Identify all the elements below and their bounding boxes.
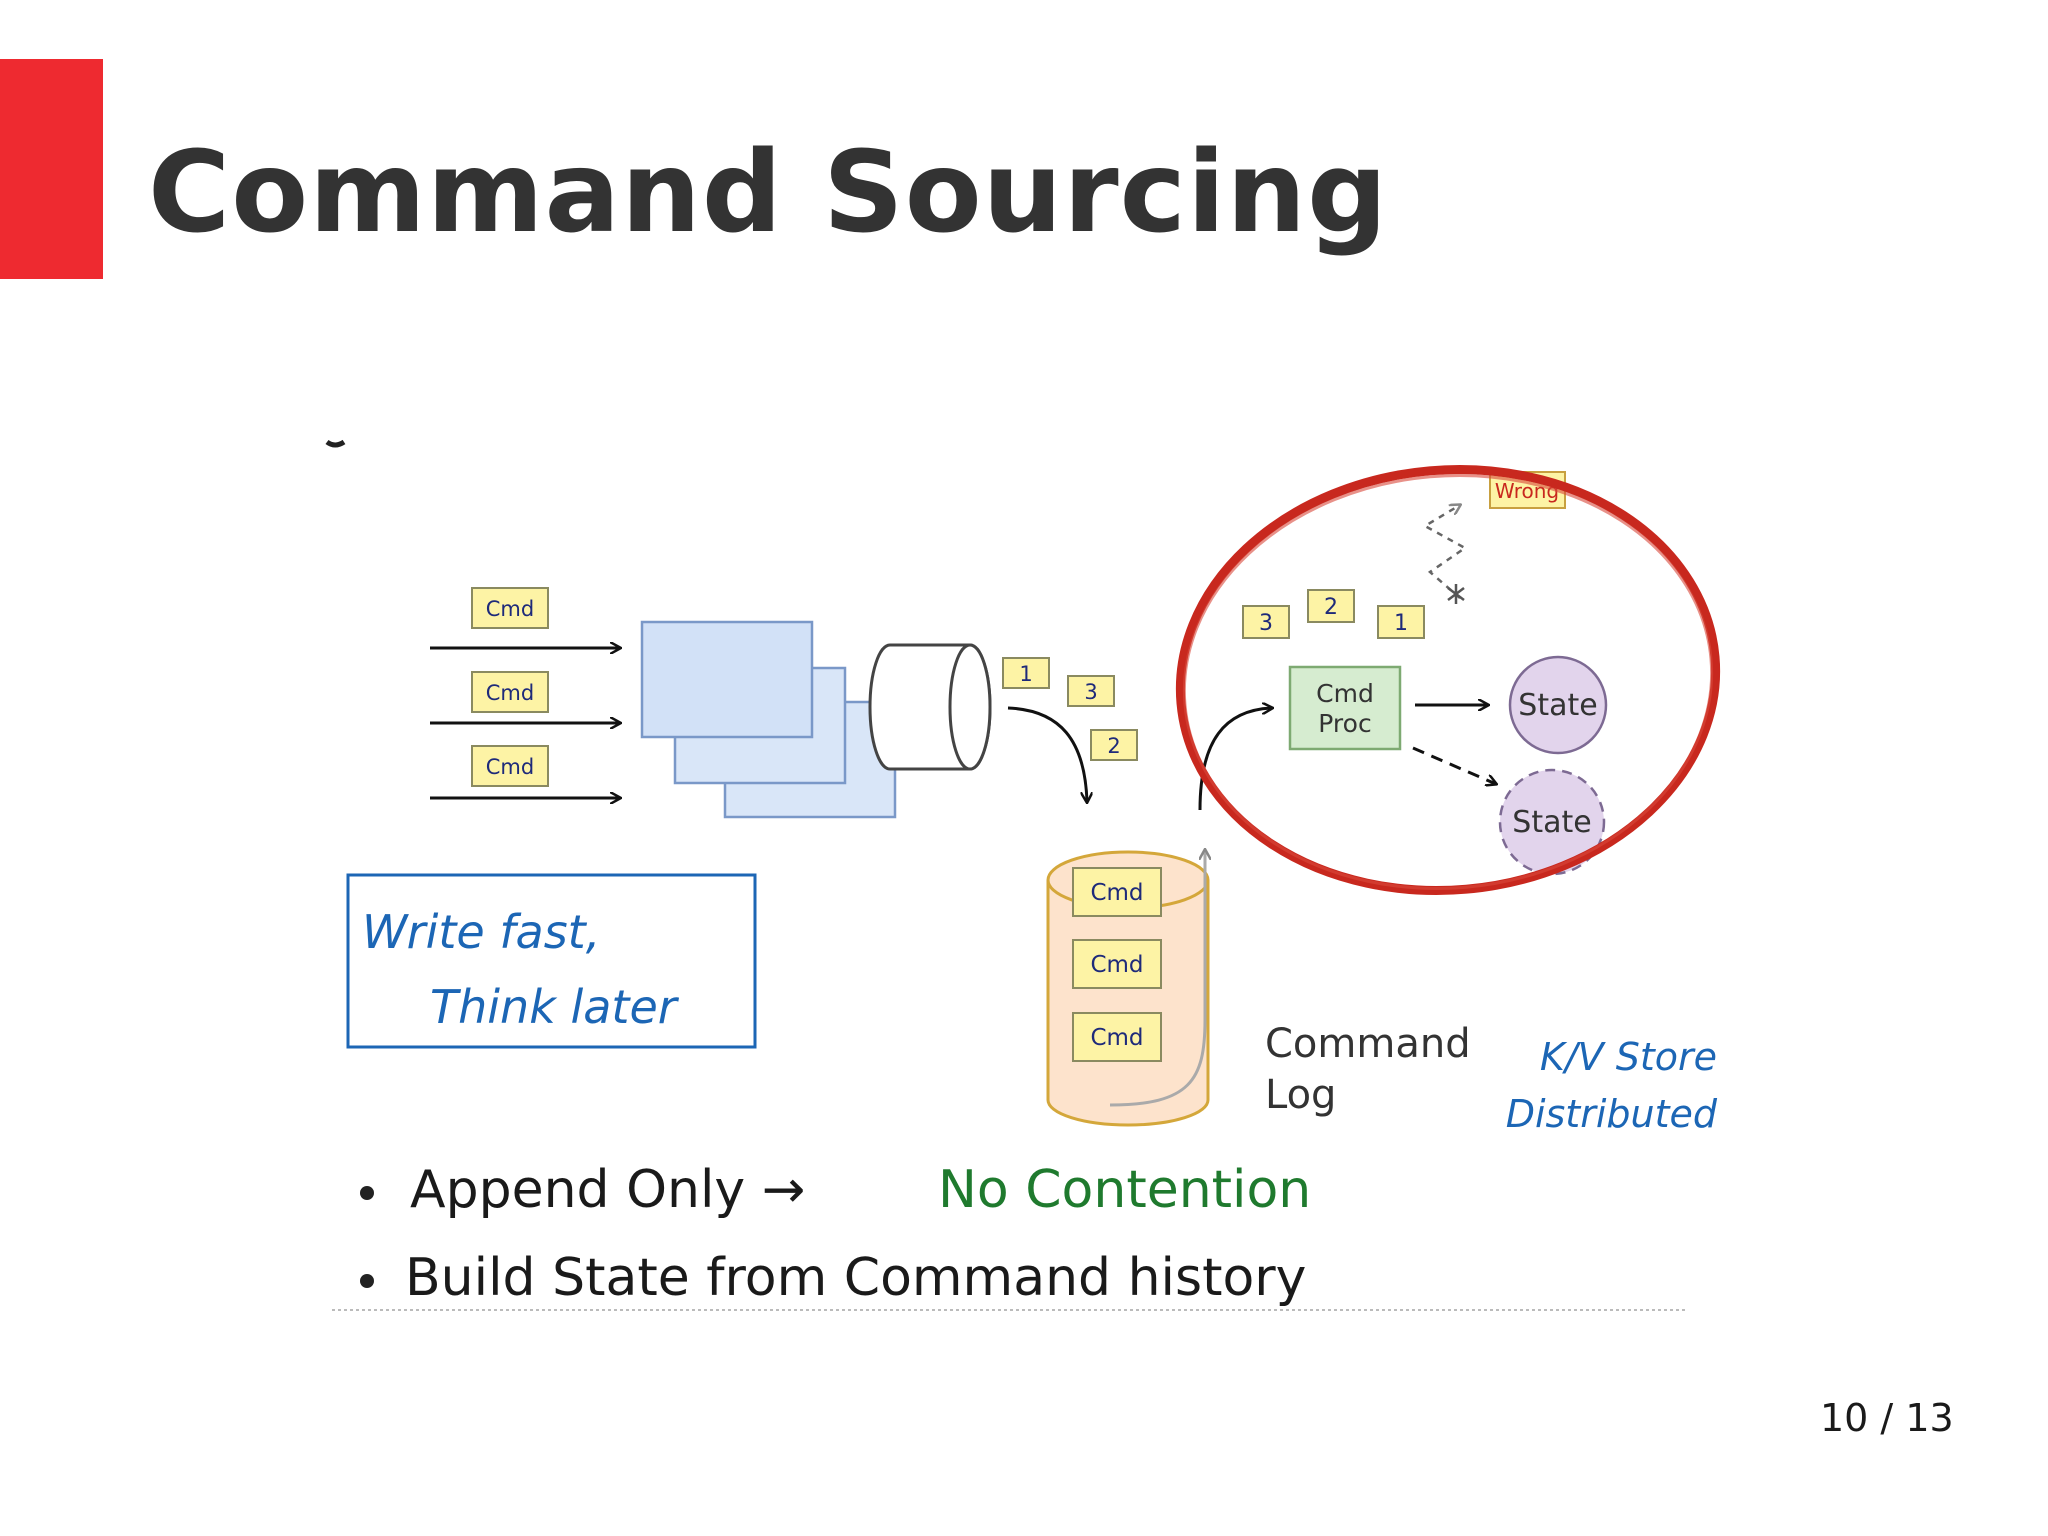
bullet-no-contention-text: No Contention — [938, 1160, 1311, 1220]
input-command-2: Cmd — [471, 671, 549, 713]
svg-text:1: 1 — [1019, 662, 1032, 686]
log-command-1: Cmd — [1072, 867, 1162, 917]
distributed-label: Distributed — [1506, 1092, 1718, 1136]
command-processor-label-line2: Proc — [1318, 709, 1371, 738]
input-command-3: Cmd — [471, 745, 549, 787]
svg-text:2: 2 — [1107, 734, 1120, 758]
input-command-label: Cmd — [486, 597, 534, 621]
motto-box: Write fast, Think later — [346, 873, 757, 1049]
processor-to-alt-state-arrow — [1412, 746, 1496, 784]
bullet-build-state: Build State from Command history — [360, 1248, 1306, 1308]
processor-note-3: 3 — [1242, 605, 1290, 639]
command-log-label-line1: Command — [1265, 1021, 1471, 1067]
bullet-build-state-text: Build State from Command history — [405, 1248, 1306, 1308]
log-command-3: Cmd — [1072, 1012, 1162, 1062]
svg-text:3: 3 — [1084, 680, 1097, 704]
command-log-label-line2: Log — [1265, 1072, 1336, 1118]
bullet-append-only: Append Only → No Contention — [360, 1160, 1311, 1220]
svg-text:3: 3 — [1259, 611, 1273, 636]
command-sourcing-diagram: Cmd Cmd Cmd 1 3 2 Cmd — [250, 300, 1770, 1350]
queued-note-1: 1 — [1002, 657, 1050, 689]
alternate-state-node: State — [1498, 768, 1606, 876]
motto-line2: Think later — [430, 980, 680, 1034]
queue-cylinder — [868, 643, 992, 771]
queued-note-2: 2 — [1090, 729, 1138, 761]
log-command-label: Cmd — [1090, 880, 1143, 906]
page-number: 10 / 13 — [1820, 1396, 1954, 1440]
log-to-processor-arrow — [1198, 708, 1272, 811]
svg-text:1: 1 — [1394, 611, 1408, 636]
wrong-order-path — [1422, 505, 1468, 604]
motto-line1: Write fast, — [362, 905, 600, 959]
slide-title: Command Sourcing — [148, 128, 1389, 258]
receiver-stack — [640, 620, 897, 819]
stray-mark — [325, 439, 346, 448]
bullet-append-only-text: Append Only → — [410, 1160, 805, 1220]
queue-to-log-arrow — [1007, 706, 1087, 802]
title-accent-bar — [0, 59, 103, 279]
processor-note-2: 2 — [1307, 589, 1355, 623]
input-command-label: Cmd — [486, 681, 534, 705]
alternate-state-label: State — [1512, 805, 1591, 840]
highlight-circle — [1175, 464, 1721, 896]
state-label: State — [1518, 688, 1597, 723]
queued-note-3: 3 — [1067, 675, 1115, 707]
log-command-label: Cmd — [1090, 952, 1143, 978]
svg-text:2: 2 — [1324, 595, 1338, 620]
command-processor-label-line1: Cmd — [1316, 679, 1374, 708]
input-command-label: Cmd — [486, 755, 534, 779]
state-node: State — [1508, 655, 1608, 755]
input-command-1: Cmd — [471, 587, 549, 629]
log-command-label: Cmd — [1090, 1025, 1143, 1051]
processor-note-1: 1 — [1377, 605, 1425, 639]
kv-store-label: K/V Store — [1540, 1035, 1717, 1079]
command-processor: Cmd Proc — [1288, 665, 1402, 751]
log-replay-arrow — [1109, 850, 1205, 1107]
log-command-2: Cmd — [1072, 939, 1162, 989]
